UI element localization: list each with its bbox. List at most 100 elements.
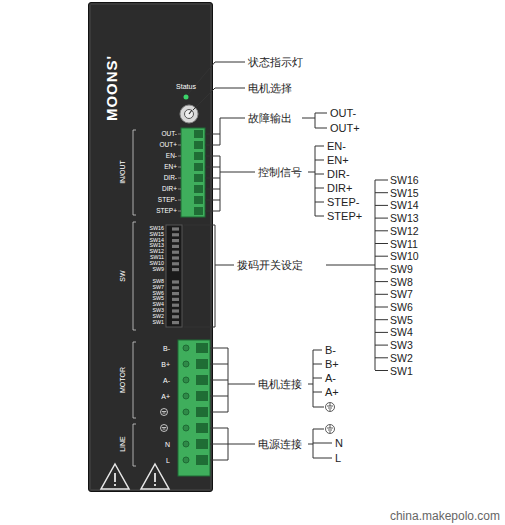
switch-label: SW11 xyxy=(150,255,164,260)
terminal-block xyxy=(178,340,210,476)
ground-symbol xyxy=(162,412,166,414)
switch-name: SW14 xyxy=(390,200,419,211)
switch-label: SW12 xyxy=(150,250,164,255)
dip-lever xyxy=(172,280,179,283)
group-label: MOTOR xyxy=(119,367,126,393)
switch-label: SW5 xyxy=(153,297,164,302)
rotary-pointer xyxy=(189,110,192,114)
dip-lever xyxy=(172,315,179,318)
pin-label: STEP+ xyxy=(156,208,177,215)
ground-symbol xyxy=(161,425,168,432)
rotary-knob xyxy=(185,110,194,119)
terminal-hole xyxy=(196,359,208,369)
switch-label: SW9 xyxy=(153,267,164,272)
switch-label: SW3 xyxy=(153,308,164,313)
pin-label: OUT- xyxy=(161,131,177,138)
signal-name: B+ xyxy=(325,359,339,370)
switch-label: SW1 xyxy=(153,320,164,325)
switch-name: SW16 xyxy=(390,175,419,186)
terminal-hole xyxy=(196,391,208,401)
status-led xyxy=(184,95,189,100)
signal-name: DIR+ xyxy=(327,183,352,194)
terminal-hole xyxy=(194,152,203,160)
switch-name: SW13 xyxy=(390,213,419,224)
pin-label: OUT+ xyxy=(159,142,177,149)
callout-label: 拨码开关设定 xyxy=(237,260,303,271)
leader-line xyxy=(188,62,245,94)
terminal-screw xyxy=(183,377,189,383)
leader-bracket xyxy=(205,156,255,211)
dip-lever xyxy=(172,292,179,295)
leader-bracket xyxy=(210,428,255,460)
terminal-hole xyxy=(194,163,203,171)
pin-tick xyxy=(178,189,181,190)
terminal-hole xyxy=(194,130,203,138)
ground-symbol xyxy=(326,425,335,434)
leader-bracket xyxy=(308,350,324,407)
switch-label: SW6 xyxy=(153,291,164,296)
terminal-screw xyxy=(183,457,189,463)
pin-label: L xyxy=(166,457,170,464)
terminal-screw xyxy=(183,441,189,447)
leader-bracket xyxy=(184,225,234,327)
dip-lever xyxy=(172,262,179,265)
dip-lever xyxy=(172,227,179,230)
switch-label: SW2 xyxy=(153,314,164,319)
pin-label: DIR- xyxy=(164,175,177,182)
pin-label: A+ xyxy=(161,393,170,400)
signal-name: STEP- xyxy=(327,197,359,208)
terminal-hole xyxy=(194,207,203,215)
switch-name: SW5 xyxy=(390,314,413,325)
dip-lever xyxy=(172,286,179,289)
signal-name: A+ xyxy=(325,387,339,398)
signal-name: EN+ xyxy=(327,155,349,166)
switch-name: SW4 xyxy=(390,327,413,338)
ground-symbol xyxy=(161,409,168,416)
signal-name: A- xyxy=(325,373,336,384)
leader-bracket xyxy=(308,146,324,216)
terminal-hole xyxy=(194,185,203,193)
signal-name: STEP+ xyxy=(327,211,362,222)
callout-label: 电机选择 xyxy=(248,83,292,94)
pin-tick xyxy=(178,167,181,168)
switch-name: SW6 xyxy=(390,302,413,313)
pin-label: EN- xyxy=(166,153,177,160)
terminal-hole xyxy=(194,174,203,182)
switch-name: SW8 xyxy=(390,276,413,287)
switch-name: SW9 xyxy=(390,264,413,275)
terminal-screw xyxy=(183,361,189,367)
terminal-hole xyxy=(196,423,208,433)
pin-tick xyxy=(178,178,181,179)
ground-symbol xyxy=(326,403,335,412)
switch-label: SW13 xyxy=(150,244,164,249)
warning-triangle xyxy=(141,464,169,489)
pin-label: STEP- xyxy=(158,197,177,204)
group-label: IN/OUT xyxy=(119,160,126,184)
brand-logo: MOONS' xyxy=(104,55,119,121)
terminal-screw xyxy=(183,393,189,399)
dip-switch xyxy=(166,225,182,327)
dip-lever xyxy=(172,245,179,248)
switch-label: SW16 xyxy=(150,226,164,231)
dip-lever xyxy=(172,256,179,259)
signal-name: L xyxy=(335,453,341,464)
callout-label: 故障输出 xyxy=(248,113,292,124)
warning-triangle xyxy=(101,464,129,489)
ground-symbols xyxy=(326,403,335,434)
leader-bracket xyxy=(210,348,255,412)
dip-lever xyxy=(172,268,179,271)
signal-name: OUT- xyxy=(330,108,356,119)
dip-lever xyxy=(172,321,179,324)
switch-label: SW15 xyxy=(150,232,164,237)
signal-name: OUT+ xyxy=(330,123,360,134)
terminal-hole xyxy=(196,375,208,385)
group-label: SW xyxy=(119,270,126,281)
pin-tick xyxy=(178,211,181,212)
dip-lever xyxy=(172,233,179,236)
leader-line xyxy=(193,88,245,110)
pin-tick xyxy=(178,134,181,135)
leader-bracket xyxy=(326,180,388,371)
pin-label: B- xyxy=(163,345,170,352)
dip-lever xyxy=(172,304,179,307)
signal-name: DIR- xyxy=(327,169,350,180)
